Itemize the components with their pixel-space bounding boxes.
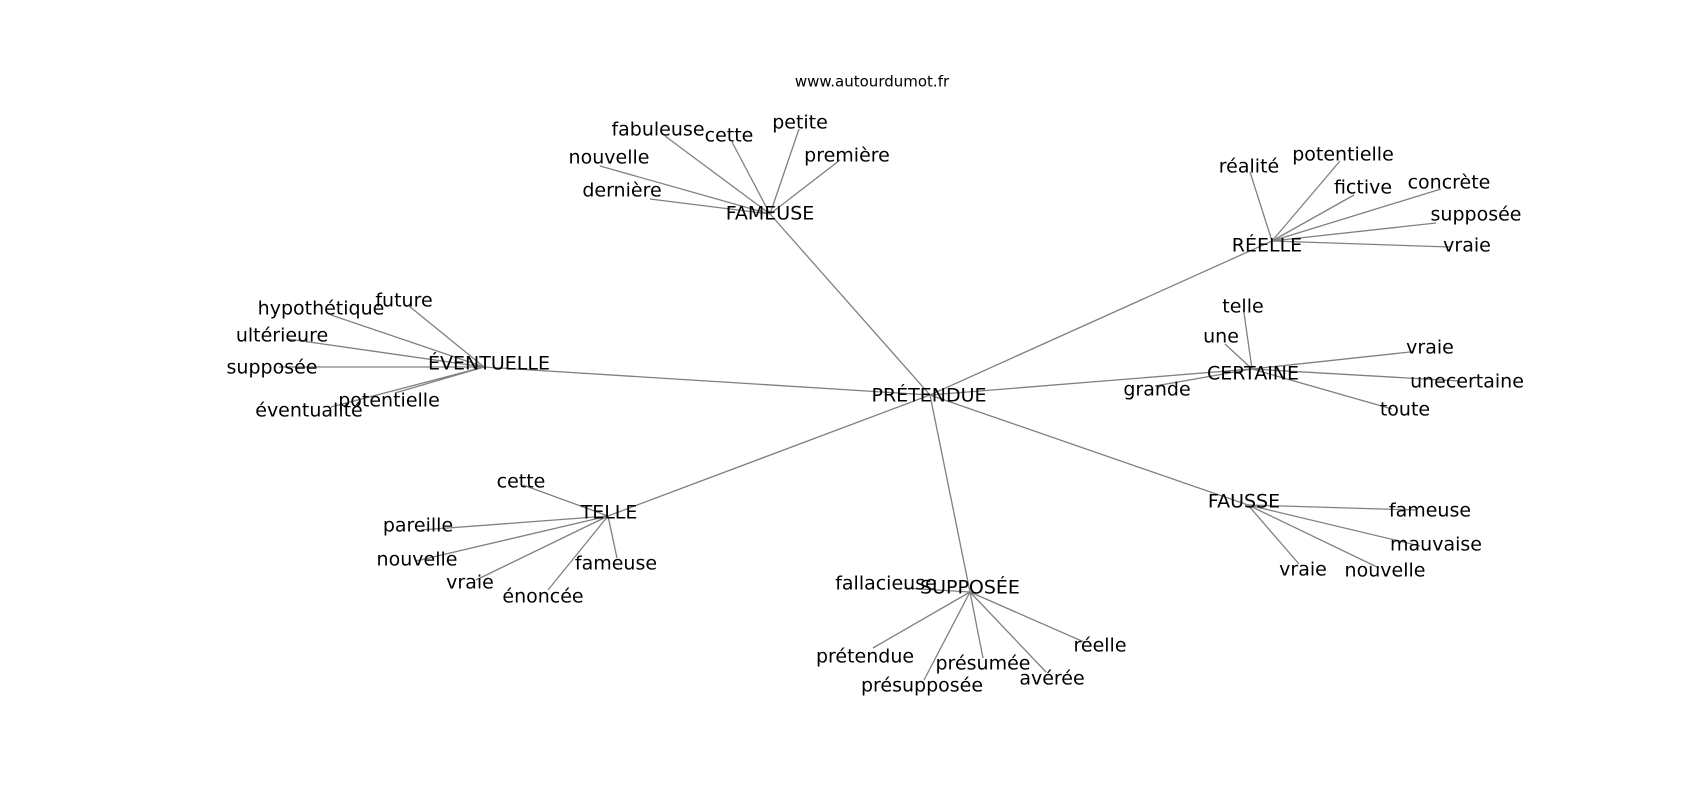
leaf-edge (1271, 222, 1437, 242)
leaf-edge (330, 366, 485, 408)
leaf-edge (903, 587, 971, 593)
leaf-edge (330, 314, 485, 368)
leaf-word: hypothétique (258, 298, 385, 320)
leaf-word: potentielle (1292, 144, 1394, 166)
leaf-word: petite (772, 112, 828, 134)
leaf-word: potentielle (338, 390, 440, 412)
leaf-edge (649, 198, 771, 215)
leaf-edge (923, 591, 971, 681)
hub-edge (929, 368, 1253, 396)
graph-labels: www.autourdumot.fr PRÉTENDUE FAMEUSE fabul… (227, 73, 1524, 697)
leaf-word: mauvaise (1390, 534, 1482, 556)
leaf-word: vraie (1406, 337, 1454, 359)
leaf-word: cette (705, 125, 754, 147)
hub-word: ÉVENTUELLE (428, 352, 550, 375)
leaf-edge (1224, 343, 1253, 370)
leaf-edge (969, 591, 984, 659)
leaf-word: une (1203, 326, 1239, 348)
leaf-edge (1243, 312, 1253, 370)
leaf-word: fameuse (1389, 500, 1471, 522)
leaf-word: cette (497, 471, 546, 493)
leaf-edge (1247, 504, 1300, 565)
leaf-word: dernière (582, 180, 661, 202)
leaf-word: ultérieure (236, 325, 328, 347)
leaf-word: vraie (1443, 235, 1491, 257)
leaf-word: concrète (1408, 172, 1491, 194)
leaf-word: fameuse (575, 553, 657, 575)
leaf-word: réalité (1219, 156, 1279, 178)
leaf-edge (1271, 188, 1442, 242)
leaf-word: future (375, 290, 432, 312)
leaf-edge (420, 515, 609, 531)
leaf-edge (522, 484, 609, 517)
leaf-edge (769, 128, 800, 215)
leaf-word: présumée (936, 653, 1031, 675)
leaf-edge (607, 515, 618, 559)
leaf-edge (1251, 368, 1461, 382)
leaf-edge (599, 165, 771, 215)
leaf-word: pareille (383, 515, 453, 537)
leaf-edge (769, 159, 841, 215)
leaf-edge (415, 515, 609, 562)
hub-word: FAUSSE (1208, 491, 1280, 513)
leaf-word: nouvelle (1345, 560, 1426, 582)
leaf-word: présupposée (861, 675, 983, 697)
leaf-edge (969, 591, 1085, 643)
leaf-word: vraie (446, 572, 494, 594)
hub-edge (483, 366, 931, 396)
leaf-edge (1249, 171, 1273, 242)
leaf-edge (1271, 240, 1451, 248)
leaf-word: nouvelle (377, 549, 458, 571)
leaf-edge (1271, 160, 1341, 242)
leaf-edge (287, 338, 485, 368)
leaf-edge (1247, 504, 1380, 569)
leaf-word: première (804, 145, 890, 167)
hub-edge (929, 240, 1273, 396)
leaf-word: énoncée (502, 586, 583, 608)
leaf-word: éventualité (255, 400, 363, 422)
hub-word: RÉELLE (1232, 234, 1302, 257)
leaf-word: avérée (1019, 668, 1084, 690)
leaf-word: fabuleuse (611, 119, 704, 141)
hub-edge (769, 213, 931, 396)
hub-word: SUPPOSÉE (920, 576, 1020, 599)
leaf-edge (1247, 504, 1421, 547)
hub-edge (929, 394, 1249, 506)
leaf-word: unecertaine (1410, 371, 1524, 393)
leaf-edge (1271, 194, 1355, 242)
leaf-word: grande (1123, 379, 1190, 401)
leaf-edge (664, 135, 771, 215)
leaf-word: fallacieuse (835, 573, 937, 595)
leaf-word: réelle (1073, 635, 1126, 657)
site-credit: www.autourdumot.fr (795, 73, 950, 91)
leaf-edge (1247, 504, 1417, 511)
graph-edges (279, 128, 1461, 681)
leaf-word: fictive (1334, 177, 1392, 199)
center-word: PRÉTENDUE (871, 384, 986, 407)
leaf-word: supposée (227, 357, 318, 379)
leaf-word: toute (1380, 399, 1430, 421)
leaf-edge (475, 515, 609, 581)
hub-word: CERTAINE (1207, 363, 1299, 385)
hub-word: TELLE (580, 502, 638, 524)
hub-edge (929, 394, 971, 593)
leaf-edge (731, 141, 771, 215)
leaf-edge (969, 591, 1047, 673)
leaf-word: vraie (1279, 559, 1327, 581)
hub-edge (607, 394, 931, 517)
hub-word: FAMEUSE (726, 203, 815, 225)
leaf-edge (408, 305, 485, 368)
leaf-word: telle (1222, 296, 1263, 318)
leaf-edge (872, 591, 971, 649)
leaf-edge (1154, 368, 1253, 387)
leaf-word: supposée (1431, 204, 1522, 226)
leaf-word: prétendue (816, 646, 914, 668)
leaf-edge (1251, 368, 1393, 410)
leaf-word: nouvelle (569, 147, 650, 169)
leaf-edge (547, 515, 609, 591)
leaf-edge (1251, 351, 1411, 370)
